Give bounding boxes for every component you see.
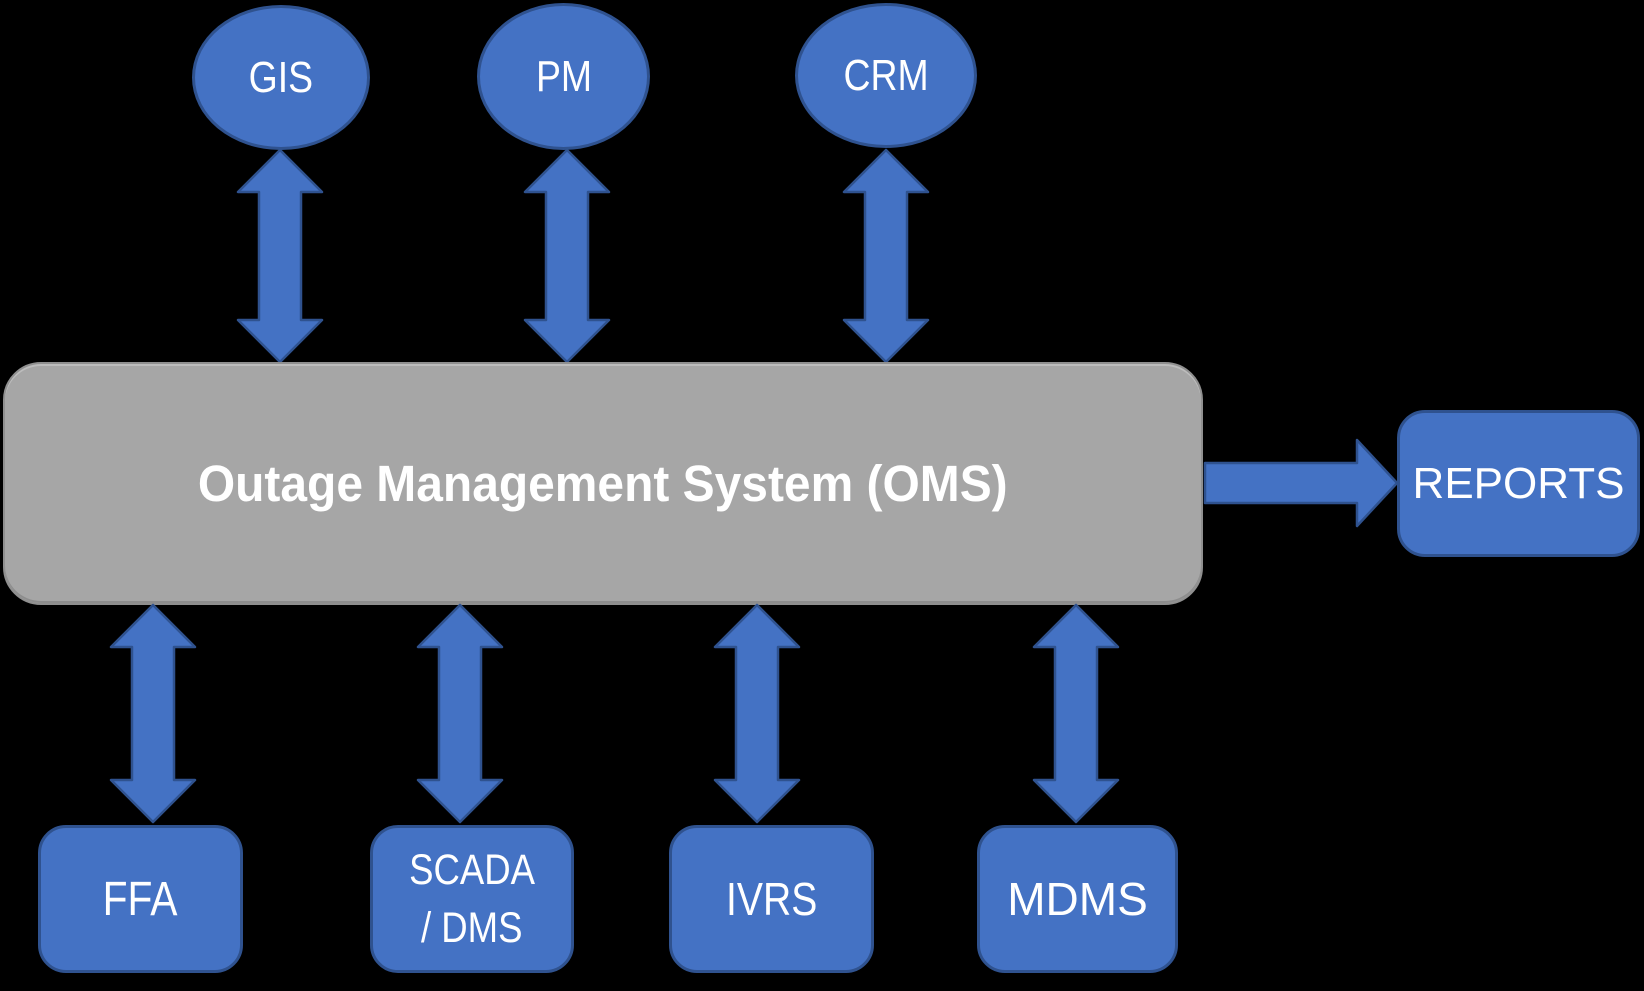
arrow-ivrs-oms-bidirectional xyxy=(713,603,801,824)
node-oms: Outage Management System (OMS) xyxy=(3,362,1203,605)
node-mdms: MDMS xyxy=(977,825,1178,973)
arrow-mdms-oms-bidirectional xyxy=(1032,603,1120,824)
arrow-oms-reports xyxy=(1203,438,1399,528)
arrow-ffa-oms-bidirectional xyxy=(109,603,197,824)
node-scada-dms: SCADA / DMS xyxy=(370,825,574,973)
node-ffa: FFA xyxy=(38,825,243,973)
node-crm-label: CRM xyxy=(843,50,929,100)
arrow-crm-oms-bidirectional xyxy=(842,148,930,364)
node-mdms-label: MDMS xyxy=(1007,873,1148,925)
node-oms-label: Outage Management System (OMS) xyxy=(198,455,1008,512)
arrow-scada-oms-bidirectional xyxy=(416,603,504,824)
node-pm-label: PM xyxy=(535,51,592,101)
arrow-pm-oms-bidirectional xyxy=(523,148,611,364)
node-gis: GIS xyxy=(192,5,370,150)
arrow-gis-oms-bidirectional xyxy=(236,148,324,364)
node-ivrs: IVRS xyxy=(669,825,874,973)
node-reports: REPORTS xyxy=(1397,410,1640,557)
node-reports-label: REPORTS xyxy=(1412,458,1625,508)
node-scada-dms-label: SCADA / DMS xyxy=(409,846,535,952)
node-ffa-label: FFA xyxy=(103,872,178,926)
node-crm: CRM xyxy=(795,3,977,148)
node-ivrs-label: IVRS xyxy=(725,873,818,925)
node-gis-label: GIS xyxy=(248,52,314,102)
node-pm: PM xyxy=(477,3,650,150)
